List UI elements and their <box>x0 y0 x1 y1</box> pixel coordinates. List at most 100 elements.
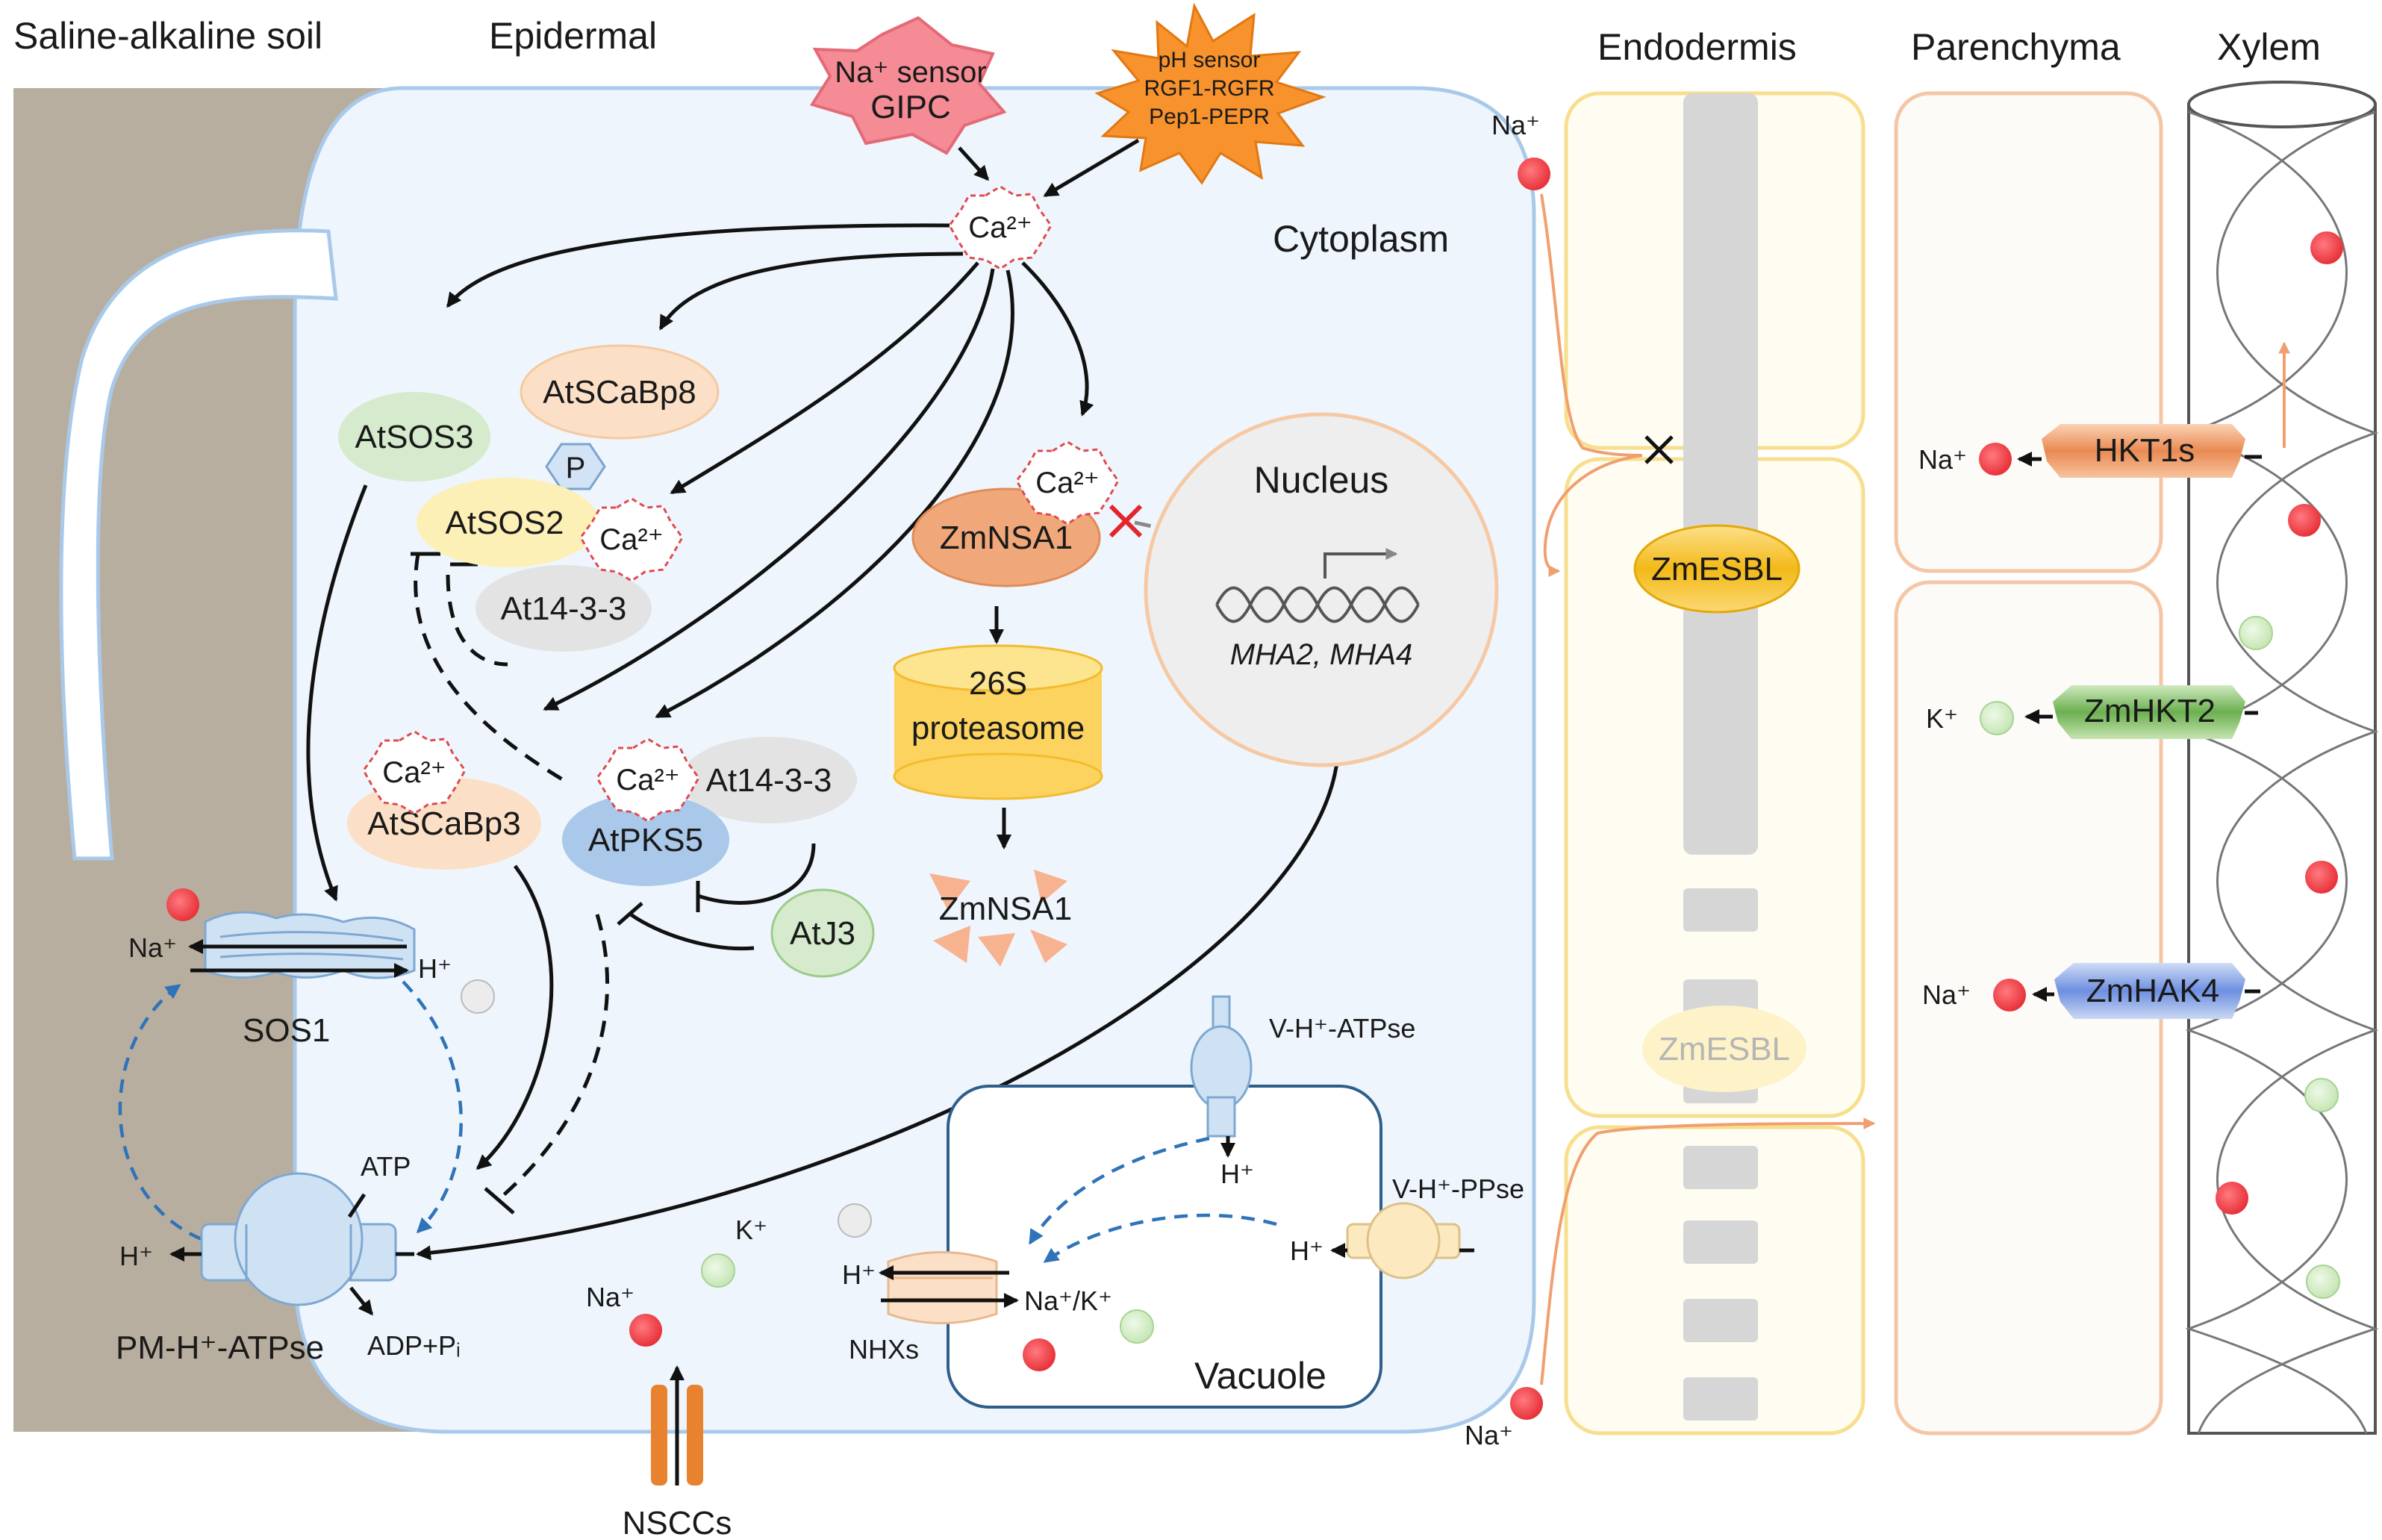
atsos2-node: AtSOS2 <box>417 478 599 567</box>
svg-text:ZmESBL: ZmESBL <box>1651 551 1783 587</box>
v-ppase-h-label: H⁺ <box>1290 1235 1323 1266</box>
na-sensor-gipc: Na⁺ sensor GIPC <box>809 16 1007 155</box>
sos1-na-label: Na⁺ <box>128 932 177 963</box>
svg-text:AtSOS3: AtSOS3 <box>355 419 474 455</box>
svg-text:AtSCaBp8: AtSCaBp8 <box>543 374 696 411</box>
svg-text:RGF1-RGFR: RGF1-RGFR <box>1144 76 1275 101</box>
sodium-ion <box>166 888 199 921</box>
svg-text:Pep1-PEPR: Pep1-PEPR <box>1149 105 1270 129</box>
v-h-ppase <box>1346 1202 1461 1279</box>
svg-text:26S: 26S <box>969 665 1027 702</box>
at1433-top-node: At14-3-3 <box>476 565 652 652</box>
nhxs-label: NHXs <box>849 1334 919 1365</box>
potassium-ion <box>2304 1078 2339 1112</box>
nhxs-transporter <box>887 1251 998 1324</box>
zmhak4-transporter: ZmHAK4 <box>2054 963 2245 1019</box>
potassium-ion <box>1120 1309 1154 1344</box>
dna-icon <box>1215 586 1420 623</box>
nsccs-label: NSCCs <box>623 1505 732 1540</box>
epidermal-title: Epidermal <box>489 15 657 57</box>
pm-atpase-label: PM-H⁺-ATPse <box>116 1329 324 1366</box>
proteasome: 26S proteasome <box>893 644 1103 800</box>
parenchyma-cells <box>1894 91 2163 1435</box>
nhxs-nak-label: Na⁺/K⁺ <box>1024 1285 1112 1316</box>
sodium-ion <box>1993 979 2026 1011</box>
atscabp8-node: AtSCaBp8 <box>520 344 720 440</box>
cytoplasm-label: Cytoplasm <box>1273 218 1449 260</box>
svg-text:pH sensor: pH sensor <box>1159 48 1261 72</box>
svg-text:AtPKS5: AtPKS5 <box>588 822 703 858</box>
svg-text:P: P <box>566 452 586 484</box>
at1433-mid-node: At14-3-3 <box>681 737 857 823</box>
svg-text:Nucleus: Nucleus <box>1254 459 1389 501</box>
calcium-atscabp3: Ca²⁺ <box>362 730 467 815</box>
nsccs-channel <box>651 1385 703 1486</box>
phosphate-icon: P <box>545 443 606 490</box>
svg-text:Na⁺ sensor: Na⁺ sensor <box>835 56 986 89</box>
potassium-ion <box>2239 616 2273 650</box>
casparian-strip <box>1683 93 1758 855</box>
apoplastic-flow <box>1540 193 1876 1385</box>
adp-label: ADP+Pᵢ <box>367 1330 461 1361</box>
atsos3-node: AtSOS3 <box>338 392 490 481</box>
calcium-atpks5: Ca²⁺ <box>596 738 700 823</box>
endodermis-cells <box>1564 91 1865 1435</box>
sodium-ion <box>1979 443 2012 476</box>
sodium-ion <box>2310 231 2343 264</box>
parenchyma-title: Parenchyma <box>1911 26 2121 68</box>
sodium-ion <box>1023 1338 1056 1371</box>
xylem-vessel <box>2185 81 2379 1435</box>
atj3-node: AtJ3 <box>770 888 875 978</box>
sodium-ion <box>2288 504 2321 537</box>
zmhkt2-k-label: K⁺ <box>1926 703 1958 734</box>
svg-text:Ca²⁺: Ca²⁺ <box>382 756 446 789</box>
calcium-center: Ca²⁺ <box>948 185 1053 270</box>
atpks5-node: AtPKS5 <box>562 794 729 886</box>
svg-text:AtSOS2: AtSOS2 <box>446 505 564 541</box>
nhxs-h-label: H⁺ <box>842 1259 876 1290</box>
endodermis-na-top-label: Na⁺ <box>1491 110 1540 140</box>
potassium-ion <box>701 1253 735 1288</box>
proton-ion <box>461 979 495 1014</box>
sodium-ion <box>1518 158 1550 190</box>
endodermis-title: Endodermis <box>1597 26 1797 68</box>
nucleus: Nucleus MHA2, MHA4 <box>1144 412 1499 767</box>
svg-text:HKT1s: HKT1s <box>2095 432 2195 469</box>
svg-text:At14-3-3: At14-3-3 <box>706 762 832 799</box>
cytoplasm-k-label: K⁺ <box>735 1215 767 1245</box>
calcium-zmnsa1: Ca²⁺ <box>1015 440 1120 526</box>
atpase-h-label: H⁺ <box>119 1241 153 1271</box>
svg-text:GIPC: GIPC <box>870 89 951 125</box>
svg-text:AtSCaBp3: AtSCaBp3 <box>367 805 520 842</box>
svg-text:Ca²⁺: Ca²⁺ <box>599 523 664 556</box>
sos1-label: SOS1 <box>243 1012 330 1049</box>
hkt1s-na-label: Na⁺ <box>1918 444 1967 475</box>
v-h-atpase <box>1190 995 1253 1138</box>
sodium-ion <box>629 1314 662 1347</box>
vacuole-label: Vacuole <box>1194 1355 1326 1397</box>
zmnsa1-degraded: ZmNSA1 <box>929 870 1072 967</box>
svg-text:ZmHKT2: ZmHKT2 <box>2084 693 2216 729</box>
svg-text:AtJ3: AtJ3 <box>790 915 855 952</box>
v-atpase-label: V-H⁺-ATPse <box>1269 1013 1415 1044</box>
block-cross-icon <box>1109 504 1143 538</box>
v-atpase-h-label: H⁺ <box>1220 1159 1254 1189</box>
svg-text:ZmNSA1: ZmNSA1 <box>940 520 1073 556</box>
potassium-ion <box>1980 701 2014 735</box>
calcium-atsos2: Ca²⁺ <box>579 497 684 582</box>
zmesbl-inactive: ZmESBL <box>1642 1006 1806 1092</box>
sos1-h-label: H⁺ <box>418 953 452 984</box>
potassium-ion <box>2306 1265 2340 1299</box>
sodium-ion <box>1510 1387 1543 1420</box>
proton-ion <box>838 1203 872 1238</box>
sodium-ion <box>2216 1182 2248 1215</box>
svg-text:Ca²⁺: Ca²⁺ <box>1035 467 1100 499</box>
svg-text:proteasome: proteasome <box>911 710 1085 746</box>
ph-sensor: pH sensor RGF1-RGFR Pep1-PEPR <box>1094 2 1326 185</box>
endodermis-na-bottom-label: Na⁺ <box>1465 1420 1513 1450</box>
root-hair <box>59 228 338 861</box>
svg-text:ZmNSA1: ZmNSA1 <box>939 891 1072 927</box>
soil-title: Saline-alkaline soil <box>13 15 322 57</box>
atp-label: ATP <box>361 1151 411 1182</box>
